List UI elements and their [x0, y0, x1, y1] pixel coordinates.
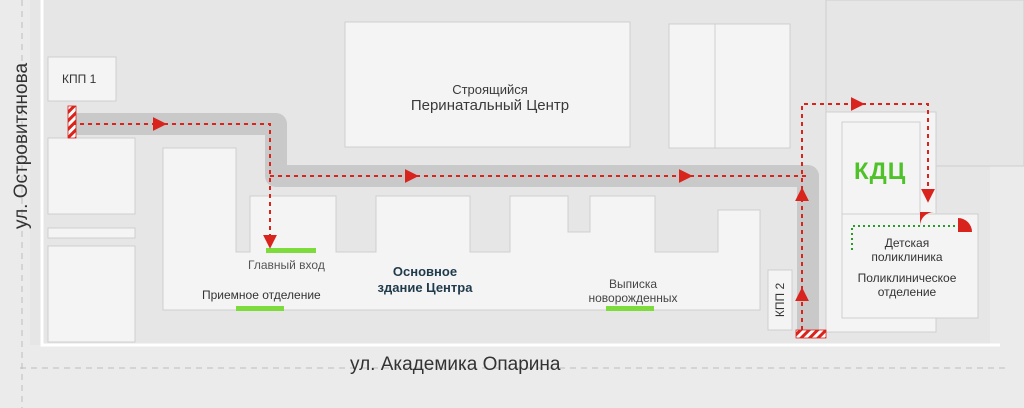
- building-small-1: [668, 23, 716, 149]
- kdc-entrance-2: [958, 218, 972, 232]
- building-left-1: [47, 137, 136, 215]
- perinatal-building: [344, 21, 631, 148]
- kpp1-gate: [67, 105, 77, 139]
- kdc-label: КДЦ: [854, 158, 907, 185]
- street-ostrovityanova: ул. Островитянова: [11, 62, 32, 229]
- street-oparina: ул. Академика Опарина: [350, 354, 561, 375]
- discharge-label-line2: новорожденных: [588, 291, 678, 305]
- outpatient-label-line2: отделение: [877, 285, 937, 299]
- main-building: [162, 147, 761, 311]
- main-building-label-line2: здание Центра: [377, 280, 473, 295]
- territory-fence: [40, 0, 1000, 347]
- perinatal-label: Строящийся Перинатальный Центр: [400, 82, 580, 114]
- building-left-3: [47, 245, 136, 343]
- admission-label: Приемное отделение: [202, 288, 321, 302]
- children-clinic-label-line2: поликлиника: [871, 250, 943, 264]
- route-arrow-to-kdc: [862, 103, 935, 203]
- route-arrow-to-main: [164, 123, 277, 249]
- children-clinic-label-line1: Детская: [884, 236, 930, 250]
- children-clinic-label: Детская поликлиника: [860, 236, 954, 264]
- admission-marker: [236, 306, 284, 311]
- outpatient-building: [841, 213, 979, 319]
- kpp1-label: КПП 1: [62, 72, 97, 86]
- main-building-label: Основное здание Центра: [370, 264, 480, 296]
- discharge-label-line1: Выписка: [608, 277, 658, 291]
- kpp2-gate: [795, 329, 827, 339]
- main-building-label-line1: Основное: [392, 264, 458, 279]
- building-left-2: [47, 227, 136, 239]
- kpp1-booth: [47, 56, 117, 102]
- kpp2-label: КПП 2: [773, 282, 787, 318]
- outpatient-label-line1: Поликлиническое: [857, 271, 957, 285]
- outpatient-label: Поликлиническое отделение: [846, 271, 968, 299]
- discharge-marker: [606, 306, 654, 311]
- kdc-tower: [841, 121, 921, 215]
- discharge-label: Выписка новорожденных: [578, 277, 688, 305]
- main-entrance-label: Главный вход: [248, 258, 325, 272]
- perinatal-label-line2: Перинатальный Центр: [410, 97, 570, 114]
- kdc-entrance-1: [920, 212, 934, 226]
- building-small-2: [714, 23, 791, 149]
- perinatal-label-line1: Строящийся: [452, 82, 528, 97]
- kpp2-booth: [767, 269, 793, 331]
- main-entrance-marker: [266, 248, 316, 253]
